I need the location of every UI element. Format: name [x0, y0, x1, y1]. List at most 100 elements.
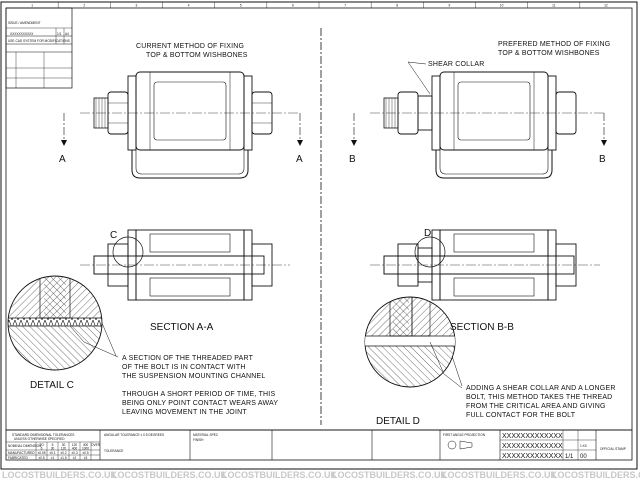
- column-number: 1: [31, 4, 33, 8]
- section-line-b: [351, 113, 607, 146]
- detail-c-view: [7, 275, 117, 371]
- tolerance-subtitle: UNLESS OTHERWISE SPECIFIED: [14, 437, 65, 441]
- column-number: 11: [552, 4, 556, 8]
- note-line: A SECTION OF THE THREADED PART: [122, 355, 254, 362]
- note-line: FULL CONTACT FOR THE BOLT: [466, 412, 576, 419]
- note-line: THROUGH A SHORT PERIOD OF TIME, THIS: [122, 391, 275, 398]
- right-note: ADDING A SHEAR COLLAR AND A LONGER BOLT, …: [429, 341, 616, 419]
- right-section-view: [370, 229, 600, 301]
- revision-block: ISSUE / AMENDMENT XXXXXXXXXXX 1/1 A4 USE…: [5, 7, 73, 89]
- watermark-text: LOCOSTBUILDERS.CO.UK: [442, 470, 558, 480]
- revision-header: ISSUE / AMENDMENT: [8, 21, 41, 25]
- section-a-label: SECTION A-A: [150, 322, 214, 333]
- detail-marker-c: C: [110, 230, 117, 241]
- column-number: 7: [344, 4, 346, 8]
- manufactured-label: MANUFACTURED: [8, 451, 35, 455]
- column-number: 2: [83, 4, 85, 8]
- column-number: 12: [604, 4, 608, 8]
- sheet-number: 1/1: [565, 454, 574, 460]
- tolerance-cell: ±0.1: [49, 451, 55, 455]
- column-number: 6: [292, 4, 294, 8]
- detail-marker-d: D: [424, 228, 431, 239]
- note-line: BEING ONLY POINT CONTACT WEARS AWAY: [122, 400, 278, 407]
- revision-number: XXXXXXXXXXX: [10, 32, 34, 36]
- left-title-2: TOP & BOTTOM WISHBONES: [146, 52, 248, 59]
- note-line: OF THE BOLT IS IN CONTACT WITH: [122, 364, 246, 371]
- column-number: 4: [188, 4, 190, 8]
- watermark-text: LOCOSTBUILDERS.CO.UK: [112, 470, 228, 480]
- note-line: THE SUSPENSION MOUNTING CHANNEL: [122, 373, 266, 380]
- note-line: BOLT, THIS METHOD TAKES THE THREAD: [466, 394, 612, 401]
- watermark-text: LOCOSTBUILDERS.CO.UK: [332, 470, 448, 480]
- issue-number: 00: [580, 454, 587, 460]
- column-number: 5: [240, 4, 242, 8]
- watermark-text: LOCOSTBUILDERS.CO.UK: [552, 470, 640, 480]
- column-number: 10: [500, 4, 504, 8]
- nominal-label: NOMINAL DIMENSION: [8, 444, 42, 448]
- tolerance-cell: ±0.5: [38, 456, 44, 460]
- tolerance-cell: ±3: [84, 456, 88, 460]
- scale-value: 1:XX: [580, 444, 588, 448]
- section-line-a: [61, 113, 303, 146]
- right-title-2: TOP & BOTTOM WISHBONES: [498, 50, 600, 57]
- tolerance-cell: TO: [39, 443, 44, 447]
- tolerance-cell: 120: [61, 447, 67, 451]
- shear-collar-label: SHEAR COLLAR: [428, 61, 484, 68]
- note-line: ADDING A SHEAR COLLAR AND A LONGER: [466, 385, 616, 392]
- tolerance-cell: 120: [72, 443, 78, 447]
- material-spec-label: MATERIAL SPEC: [193, 433, 219, 437]
- fabricated-label: FABRICATED: [8, 456, 28, 460]
- watermark-text: LOCOSTBUILDERS.CO.UK: [222, 470, 338, 480]
- angular-tolerance: ANGULAR TOLERANCE ± 0.5 DEGREES: [104, 433, 164, 437]
- left-section-view: [80, 229, 290, 301]
- tolerance-cell: 30: [51, 447, 55, 451]
- projection-label: FIRST ANGLE PROJECTION: [443, 433, 486, 437]
- section-marker-b-left: B: [349, 154, 356, 165]
- drawing-number-1: XXXXXXXXXXXXX: [502, 433, 563, 440]
- tolerance-cell: ±0.3: [71, 451, 77, 455]
- column-number: 8: [396, 4, 398, 8]
- tolerance-cell: ±1.5: [60, 456, 66, 460]
- shear-collar-leader: [407, 61, 427, 65]
- left-note-1: A SECTION OF THE THREADED PART OF THE BOL…: [69, 325, 266, 380]
- tolerance-title: STANDARD DIMENSIONAL TOLERANCES: [12, 433, 74, 437]
- tolerance-cell: ±0.5: [82, 451, 88, 455]
- tolerance-cell: 400: [83, 443, 89, 447]
- finish-label: FINISH: [193, 438, 204, 442]
- tolerance-cell: ±0.05: [38, 451, 46, 455]
- left-title-1: CURRENT METHOD OF FIXING: [136, 43, 244, 50]
- section-b-label: SECTION B-B: [450, 322, 514, 333]
- section-marker-a-right: A: [296, 154, 303, 165]
- tolerance-cell: 6: [52, 443, 54, 447]
- drawing-frame: [5, 7, 633, 431]
- section-marker-b-right: B: [599, 154, 606, 165]
- right-title-1: PREFERED METHOD OF FIXING: [498, 41, 610, 48]
- left-bush-elevation: [80, 71, 300, 179]
- column-number: 9: [449, 4, 451, 8]
- tolerance-cell: 30: [62, 443, 66, 447]
- right-bush-elevation: [370, 71, 604, 179]
- drawing-number-3: XXXXXXXXXXXXX: [502, 453, 563, 460]
- tolerance-cell: 1000: [82, 447, 89, 451]
- tolerance-cell: OVER: [91, 443, 101, 447]
- revision-note: USE CAD SYSTEM FOR MODIFICATIONS: [8, 39, 70, 43]
- note-line: FROM THE CRITICAL AREA AND GIVING: [466, 403, 606, 410]
- drawing-number-2: XXXXXXXXXXXXX: [502, 443, 563, 450]
- note-line: LEAVING MOVEMENT IN THE JOINT: [122, 409, 247, 416]
- left-note-2: THROUGH A SHORT PERIOD OF TIME, THIS BEIN…: [122, 391, 278, 416]
- tolerance-label: TOLERANCE: [104, 449, 123, 453]
- tolerance-cell: ±1: [51, 456, 55, 460]
- detail-d-view: [364, 296, 463, 388]
- title-block: STANDARD DIMENSIONAL TOLERANCES UNLESS O…: [5, 429, 633, 461]
- detail-d-label: DETAIL D: [376, 416, 420, 427]
- column-number: 3: [136, 4, 138, 8]
- revision-size: A4: [65, 32, 69, 36]
- detail-c-label: DETAIL C: [30, 380, 74, 391]
- official-stamp: OFFICIAL STAMP: [600, 447, 626, 451]
- tolerance-cell: ±2: [73, 456, 77, 460]
- tolerance-cell: ±0.2: [60, 451, 66, 455]
- watermark-strip: LOCOSTBUILDERS.CO.UKLOCOSTBUILDERS.CO.UK…: [2, 470, 640, 480]
